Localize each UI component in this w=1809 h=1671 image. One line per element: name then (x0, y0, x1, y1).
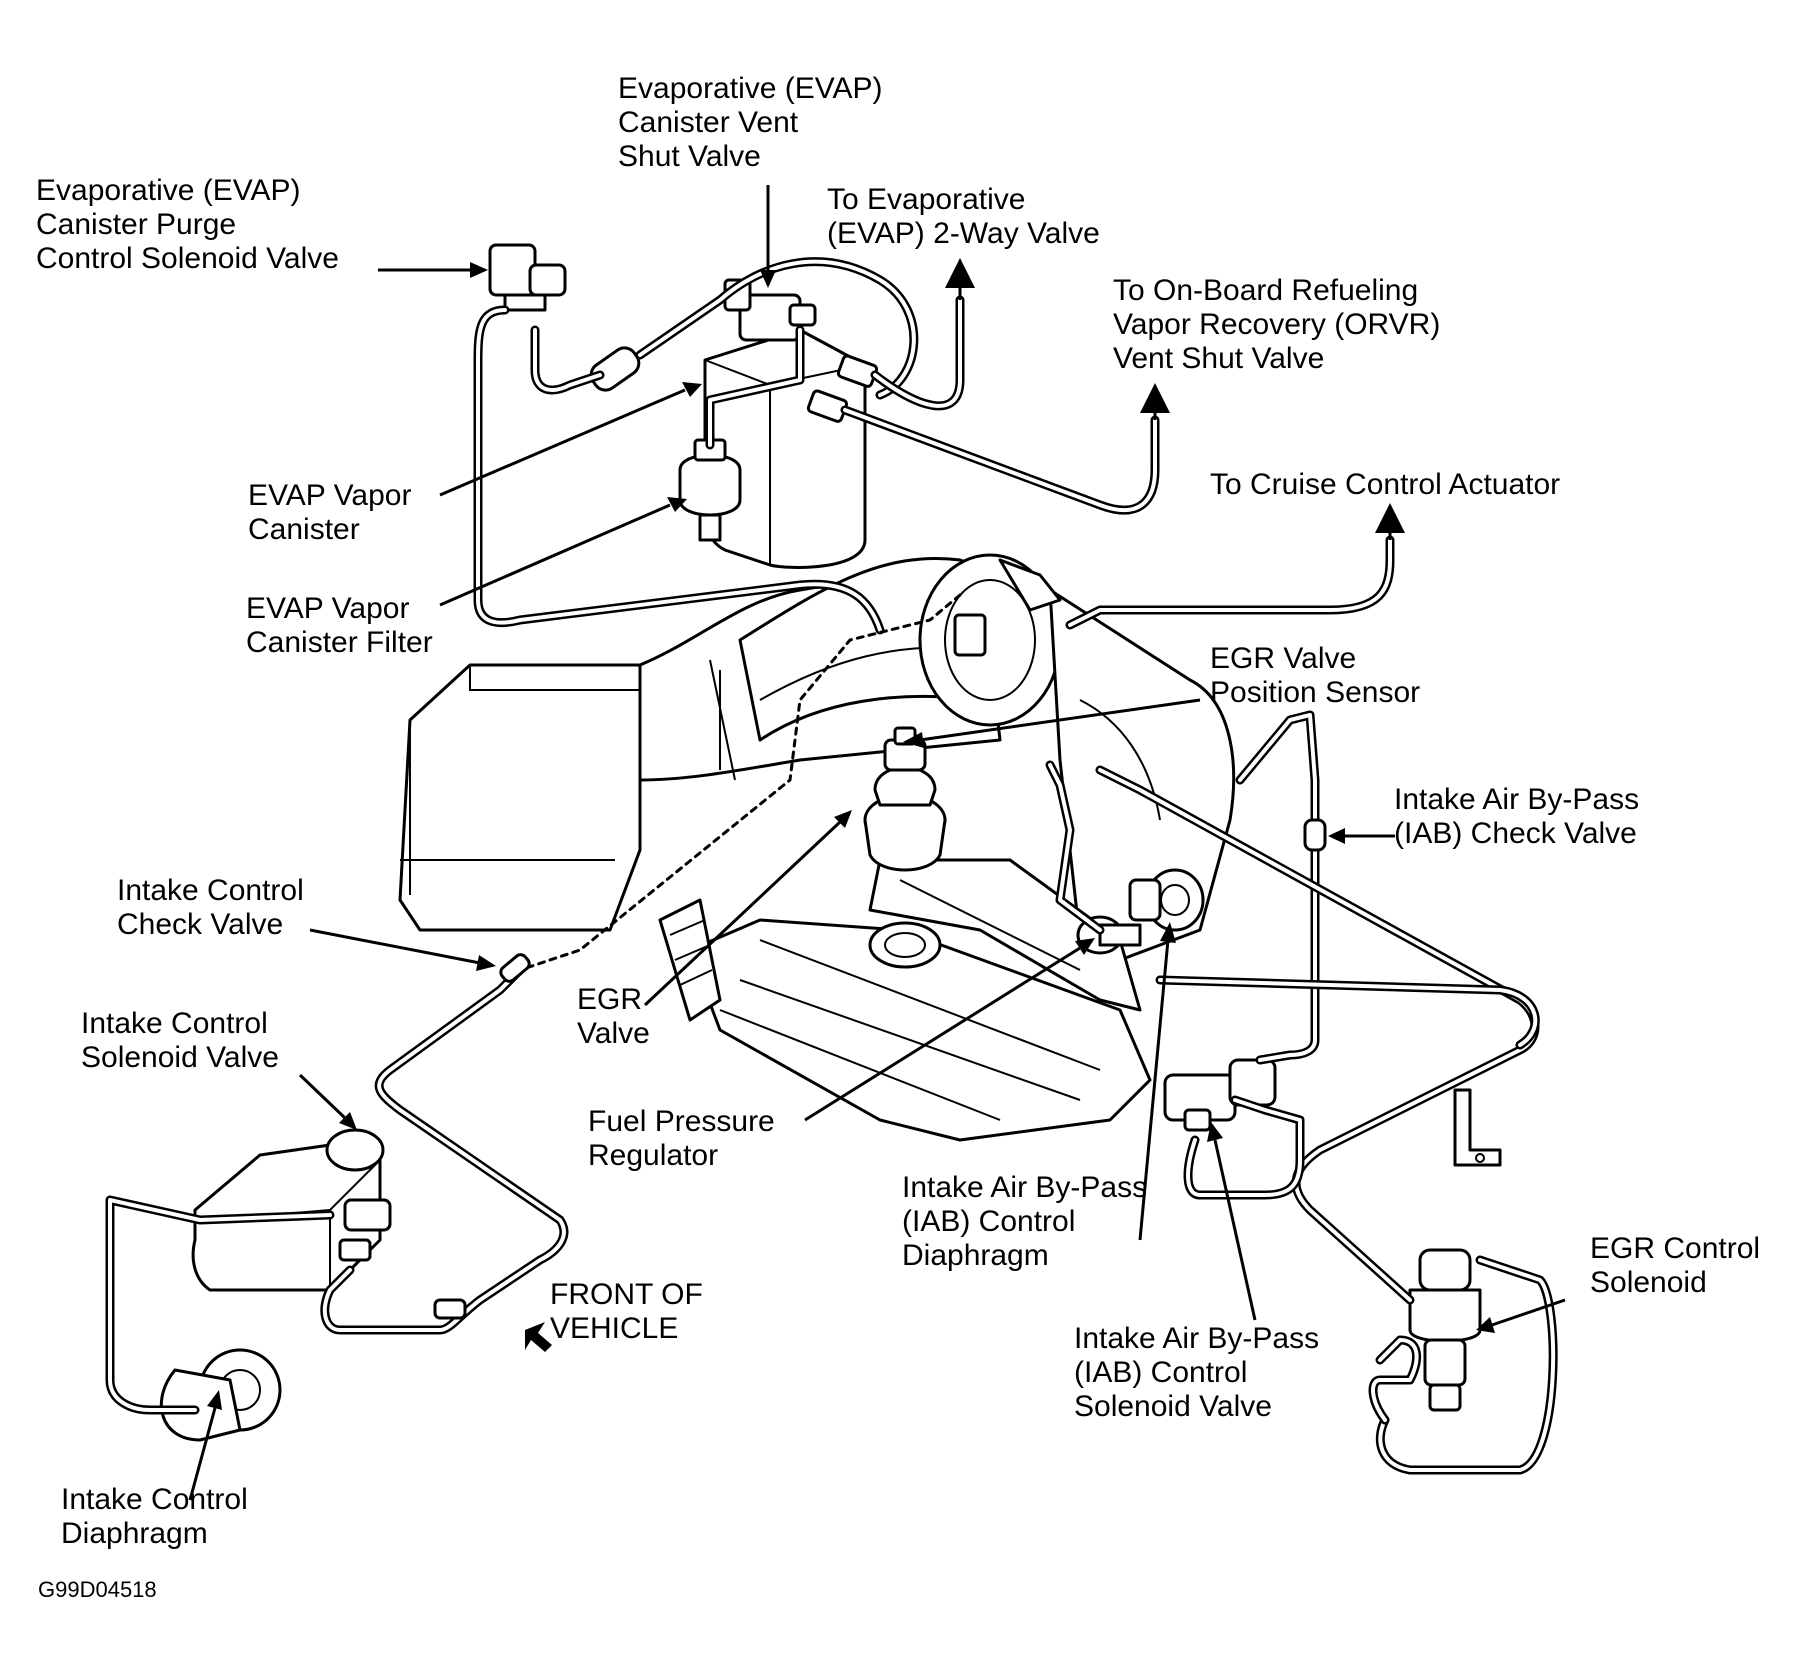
egr-control-solenoid (1408, 1248, 1482, 1412)
label-egr-valve-position-sensor: EGR Valve Position Sensor (1210, 642, 1421, 709)
leader-lines (188, 185, 1566, 1501)
intake-control-check-valve-part (499, 953, 531, 983)
label-egr-valve: EGR Valve (577, 983, 650, 1050)
inline-filter (589, 346, 641, 392)
up-arrow-icon (1375, 503, 1405, 540)
label-egr-control-solenoid: EGR Control Solenoid (1590, 1232, 1761, 1299)
label-to-evap-2-way-valve: To Evaporative (EVAP) 2-Way Valve (827, 183, 1100, 250)
label-evap-canister-filter: EVAP Vapor Canister Filter (246, 592, 433, 659)
intake-control-solenoid (191, 1128, 392, 1292)
label-evap-vent-shut-valve: Evaporative (EVAP) Canister Vent Shut Va… (618, 72, 883, 173)
label-evap-purge-solenoid: Evaporative (EVAP) Canister Purge Contro… (36, 174, 339, 275)
label-iab-control-solenoid-valve: Intake Air By-Pass (IAB) Control Solenoi… (1074, 1322, 1320, 1423)
t-fitting (433, 1298, 467, 1320)
evap-purge-solenoid (488, 243, 567, 312)
front-direction-arrow-icon (525, 1322, 552, 1352)
label-intake-control-check-valve: Intake Control Check Valve (117, 874, 304, 941)
label-intake-control-diaphragm: Intake Control Diaphragm (61, 1483, 248, 1550)
vacuum-hoses (105, 257, 1558, 1475)
label-fuel-pressure-regulator: Fuel Pressure Regulator (588, 1105, 775, 1172)
label-iab-check-valve: Intake Air By-Pass (IAB) Check Valve (1394, 783, 1640, 850)
engine-valve-cover (658, 898, 1152, 1142)
figure-code: G99D04518 (38, 1577, 157, 1602)
label-iab-control-diaphragm: Intake Air By-Pass (IAB) Control Diaphra… (902, 1171, 1148, 1272)
cylinder-head (868, 858, 1142, 1012)
iab-control-solenoid (1163, 1058, 1277, 1132)
label-front-of-vehicle: FRONT OF VEHICLE (550, 1278, 703, 1345)
egr-valve-body (863, 726, 947, 872)
bracket (1453, 1088, 1502, 1167)
label-to-cruise-control-actuator: To Cruise Control Actuator (1210, 468, 1561, 501)
iab-check-valve-part (1303, 818, 1327, 852)
label-to-orvr-vent-shut-valve: To On-Board Refueling Vapor Recovery (OR… (1113, 274, 1441, 375)
intake-control-diaphragm-part (159, 1348, 282, 1442)
label-intake-control-solenoid-valve: Intake Control Solenoid Valve (81, 1007, 279, 1074)
up-arrow-icon (1140, 383, 1170, 420)
iab-control-diaphragm-part (1128, 868, 1205, 932)
evap-canister-filter (678, 438, 742, 542)
label-evap-vapor-canister: EVAP Vapor Canister (248, 479, 412, 546)
up-arrow-icon (945, 258, 975, 300)
evap-vapor-canister (703, 328, 879, 569)
